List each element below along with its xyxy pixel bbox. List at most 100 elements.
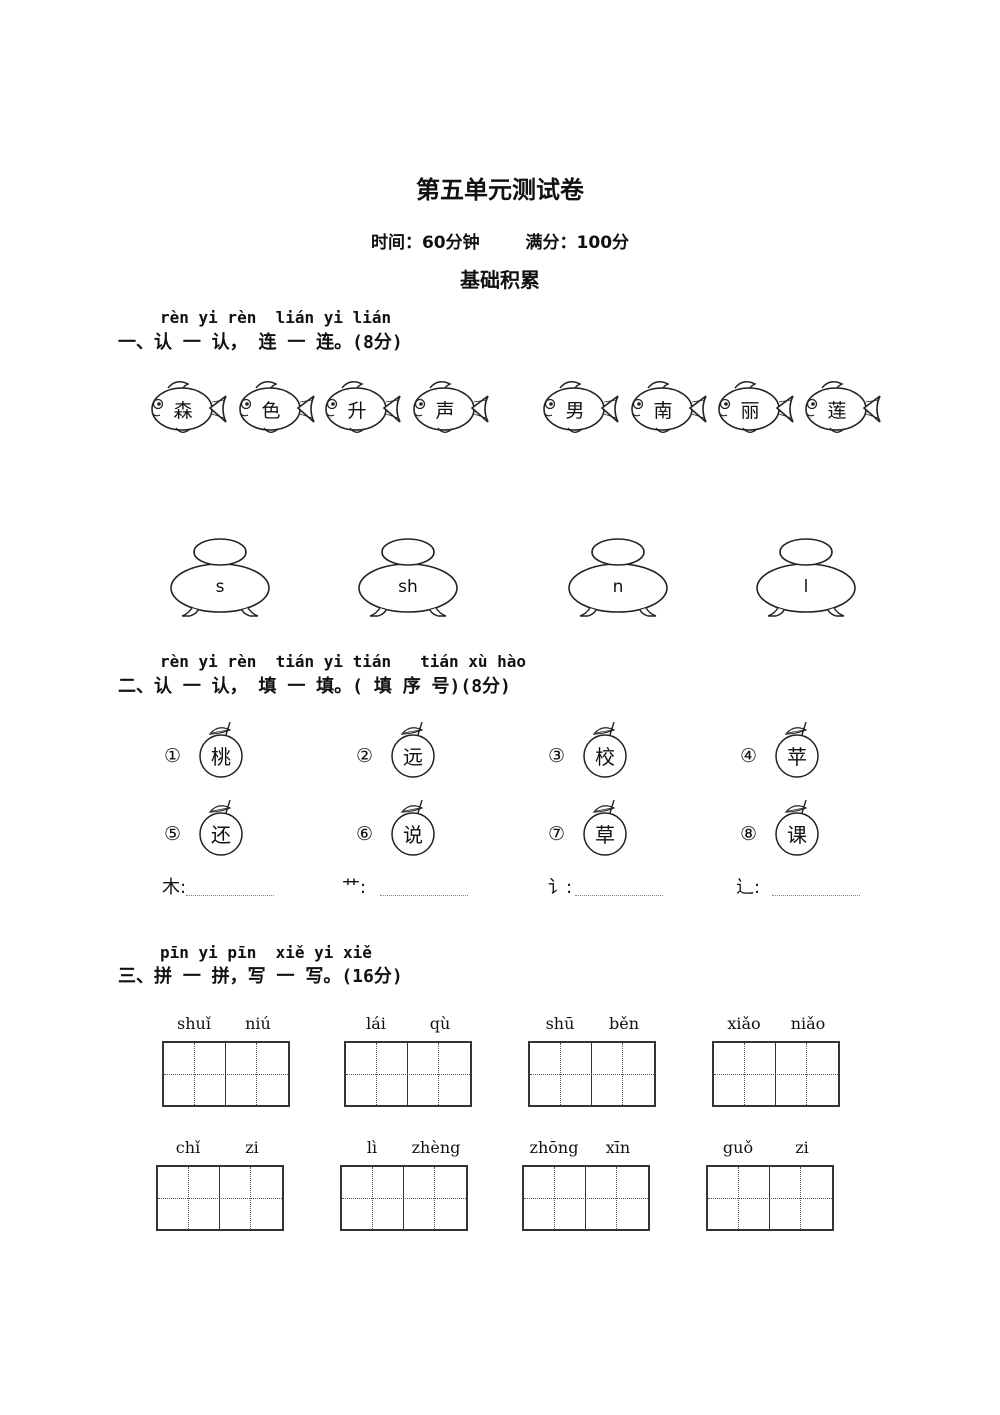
pot-icon — [756, 538, 856, 617]
syllable-pinyin: shū — [545, 1014, 575, 1033]
apple-character: 校 — [595, 745, 615, 769]
apple-character: 草 — [595, 823, 615, 847]
fish-character: 声 — [435, 400, 455, 422]
apple-character: 课 — [787, 823, 807, 847]
answer-line[interactable] — [575, 895, 663, 896]
apple-number: ⑦ — [548, 823, 566, 845]
fish-card[interactable]: 南 — [626, 378, 708, 438]
apple-number: ③ — [548, 745, 566, 767]
fish-card[interactable]: 声 — [408, 378, 490, 438]
apple-icon — [391, 722, 435, 778]
radical-label: 辶: — [736, 877, 761, 898]
section2-pinyin: rèn yi rèn tián yi tián tián xù hào — [160, 652, 527, 671]
apple-number: ④ — [740, 745, 758, 767]
tianzige-box[interactable] — [528, 1041, 656, 1107]
fish-icon — [543, 381, 619, 433]
syllable-pinyin: niǎo — [790, 1014, 826, 1033]
fish-card[interactable]: 莲 — [800, 378, 882, 438]
apple-card: ② 远 — [356, 722, 456, 778]
section3-pinyin: pīn yi pīn xiě yi xiě — [160, 943, 372, 962]
apple-card: ⑦ 草 — [548, 800, 648, 856]
fish-character: 莲 — [827, 400, 847, 422]
fish-icon — [805, 381, 881, 433]
page-title: 第五单元测试卷 — [416, 176, 584, 204]
answer-line[interactable] — [380, 895, 468, 896]
fish-card[interactable]: 男 — [538, 378, 620, 438]
syllable-pinyin: zi — [245, 1138, 259, 1157]
tianzige-box[interactable] — [340, 1165, 468, 1231]
tianzige-box[interactable] — [156, 1165, 284, 1231]
apple-icon — [391, 800, 435, 856]
time-limit: 时间：60分钟 — [370, 233, 480, 253]
apple-icon — [775, 800, 819, 856]
section1-pinyin: rèn yi rèn lián yi lián — [160, 308, 392, 327]
radical-label: 讠: — [548, 877, 573, 898]
exam-meta: 时间：60分钟 满分：100分 — [0, 228, 1000, 253]
apple-card: ⑥ 说 — [356, 800, 456, 856]
apple-icon — [199, 800, 243, 856]
fish-icon — [718, 381, 794, 433]
pot-card[interactable]: s — [168, 536, 272, 618]
tianzige-box[interactable] — [162, 1041, 290, 1107]
pot-initial: l — [803, 577, 809, 597]
fish-character: 男 — [565, 400, 585, 422]
fish-card[interactable]: 色 — [234, 378, 316, 438]
fish-icon — [325, 381, 401, 433]
apple-card: ① 桃 — [164, 722, 264, 778]
answer-line[interactable] — [772, 895, 860, 896]
syllable-pinyin: shuǐ — [177, 1014, 211, 1033]
syllable-pinyin: běn — [608, 1014, 639, 1033]
apple-icon — [583, 800, 627, 856]
syllable-pinyin: xiǎo — [727, 1014, 761, 1033]
syllable-pinyin: guǒ — [722, 1138, 754, 1157]
pot-card[interactable]: sh — [356, 536, 460, 618]
apple-character: 苹 — [787, 745, 807, 769]
apple-number: ② — [356, 745, 374, 767]
apple-character: 还 — [211, 823, 231, 847]
syllable-pinyin: zi — [795, 1138, 809, 1157]
fish-card[interactable]: 丽 — [713, 378, 795, 438]
apple-character: 远 — [403, 745, 423, 769]
apple-card: ⑤ 还 — [164, 800, 264, 856]
apple-number: ⑧ — [740, 823, 758, 845]
fish-character: 南 — [653, 400, 673, 422]
apple-icon — [583, 722, 627, 778]
tianzige-box[interactable] — [344, 1041, 472, 1107]
syllable-pinyin: lái — [366, 1014, 386, 1033]
syllable-pinyin: chǐ — [175, 1138, 201, 1157]
pot-card[interactable]: n — [566, 536, 670, 618]
fish-character: 色 — [261, 400, 281, 422]
fish-card[interactable]: 森 — [146, 378, 228, 438]
apple-number: ① — [164, 745, 182, 767]
fish-icon — [631, 381, 707, 433]
fish-card[interactable]: 升 — [320, 378, 402, 438]
section-subtitle: 基础积累 — [460, 268, 540, 292]
apple-icon — [199, 722, 243, 778]
pot-icon — [170, 538, 270, 617]
answer-line[interactable] — [186, 895, 274, 896]
pot-card[interactable]: l — [754, 536, 858, 618]
apple-number: ⑥ — [356, 823, 374, 845]
section2-heading: 二、认 一 认， 填 一 填。( 填 序 号)(8分) — [118, 676, 511, 697]
pot-initial: sh — [398, 577, 418, 597]
apple-card: ④ 苹 — [740, 722, 840, 778]
fish-icon — [239, 381, 315, 433]
apple-card: ③ 校 — [548, 722, 648, 778]
fish-icon — [413, 381, 489, 433]
fish-character: 丽 — [740, 400, 760, 422]
full-score: 满分：100分 — [525, 233, 630, 253]
apple-character: 桃 — [211, 745, 231, 769]
syllable-pinyin: niú — [245, 1014, 271, 1033]
apple-card: ⑧ 课 — [740, 800, 840, 856]
tianzige-box[interactable] — [522, 1165, 650, 1231]
syllable-pinyin: zhōng — [529, 1138, 579, 1157]
pot-initial: n — [612, 577, 624, 597]
radical-label: 艹: — [342, 877, 367, 898]
tianzige-box[interactable] — [712, 1041, 840, 1107]
tianzige-box[interactable] — [706, 1165, 834, 1231]
radical-label: 木: — [162, 877, 187, 898]
apple-number: ⑤ — [164, 823, 182, 845]
fish-character: 森 — [173, 400, 193, 422]
syllable-pinyin: xīn — [605, 1138, 631, 1157]
pot-initial: s — [215, 577, 225, 597]
